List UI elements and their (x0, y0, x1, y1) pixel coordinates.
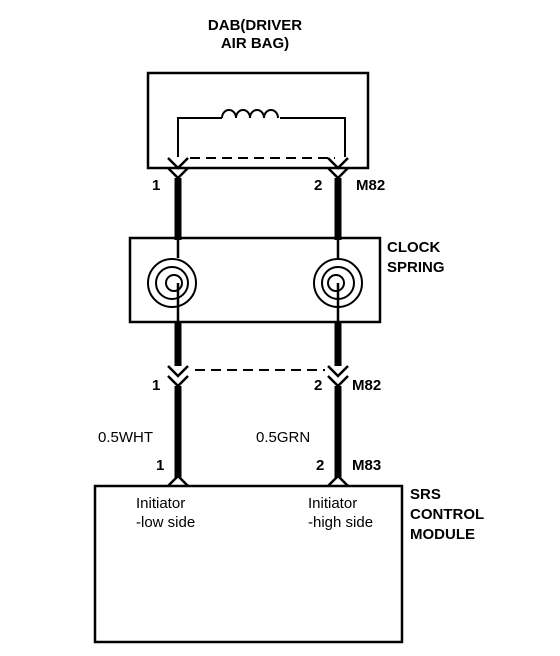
dab-squib-loop (177, 117, 346, 157)
srs-label-line1: SRS (410, 486, 441, 503)
clock-spring-component: CLOCK SPRING (128, 236, 445, 324)
srs-module-component: Initiator -low side Initiator -high side… (93, 484, 484, 644)
middle-connector-pin-left: 1 (152, 377, 160, 394)
initiator-low-line2: -low side (136, 514, 195, 531)
wire-left-color-label: 0.5WHT (98, 429, 153, 446)
bottom-connector-pin-right: 2 (316, 457, 324, 474)
bottom-connector: 1 2 M83 (156, 457, 381, 487)
clock-spring-coil-right-inner (327, 274, 345, 292)
initiator-high-line2: -high side (308, 514, 373, 531)
top-connector-chevron-right (327, 157, 349, 170)
bottom-connector-chevron-left (167, 474, 189, 487)
middle-connector-pin-right: 2 (314, 377, 322, 394)
clock-spring-label-line2: SPRING (387, 259, 445, 276)
bottom-connector-name: M83 (352, 457, 381, 474)
initiator-low-line1: Initiator (136, 495, 185, 512)
clock-spring-coil-left-mid (155, 266, 189, 300)
initiator-high-line1: Initiator (308, 495, 357, 512)
bottom-connector-chevron-right (327, 474, 349, 487)
dab-label-line1: DAB(DRIVER (208, 17, 302, 34)
dab-box (146, 71, 370, 170)
top-connector: 1 2 M82 (152, 157, 385, 194)
dab-coil (221, 109, 279, 119)
srs-label-line2: CONTROL (410, 506, 484, 523)
clock-spring-label-line1: CLOCK (387, 239, 440, 256)
top-connector-pin-left: 1 (152, 177, 160, 194)
clock-spring-box (128, 236, 382, 324)
wire-right-color-label: 0.5GRN (256, 429, 310, 446)
clock-spring-coil-left-inner (165, 274, 183, 292)
middle-connector: 1 2 M82 (152, 365, 381, 394)
srs-label-line3: MODULE (410, 526, 475, 543)
dab-label-line2: AIR BAG) (221, 35, 289, 52)
dab-component: DAB(DRIVER AIR BAG) (146, 17, 370, 170)
top-connector-pin-right: 2 (314, 177, 322, 194)
middle-connector-name: M82 (352, 377, 381, 394)
clock-spring-coil-left-outer (147, 258, 197, 308)
middle-connector-chevron-left (167, 365, 189, 378)
top-connector-chevron-left (167, 157, 189, 170)
bottom-connector-pin-left: 1 (156, 457, 164, 474)
top-connector-name: M82 (356, 177, 385, 194)
srs-module-box (93, 484, 404, 644)
middle-connector-chevron-right (327, 365, 349, 378)
